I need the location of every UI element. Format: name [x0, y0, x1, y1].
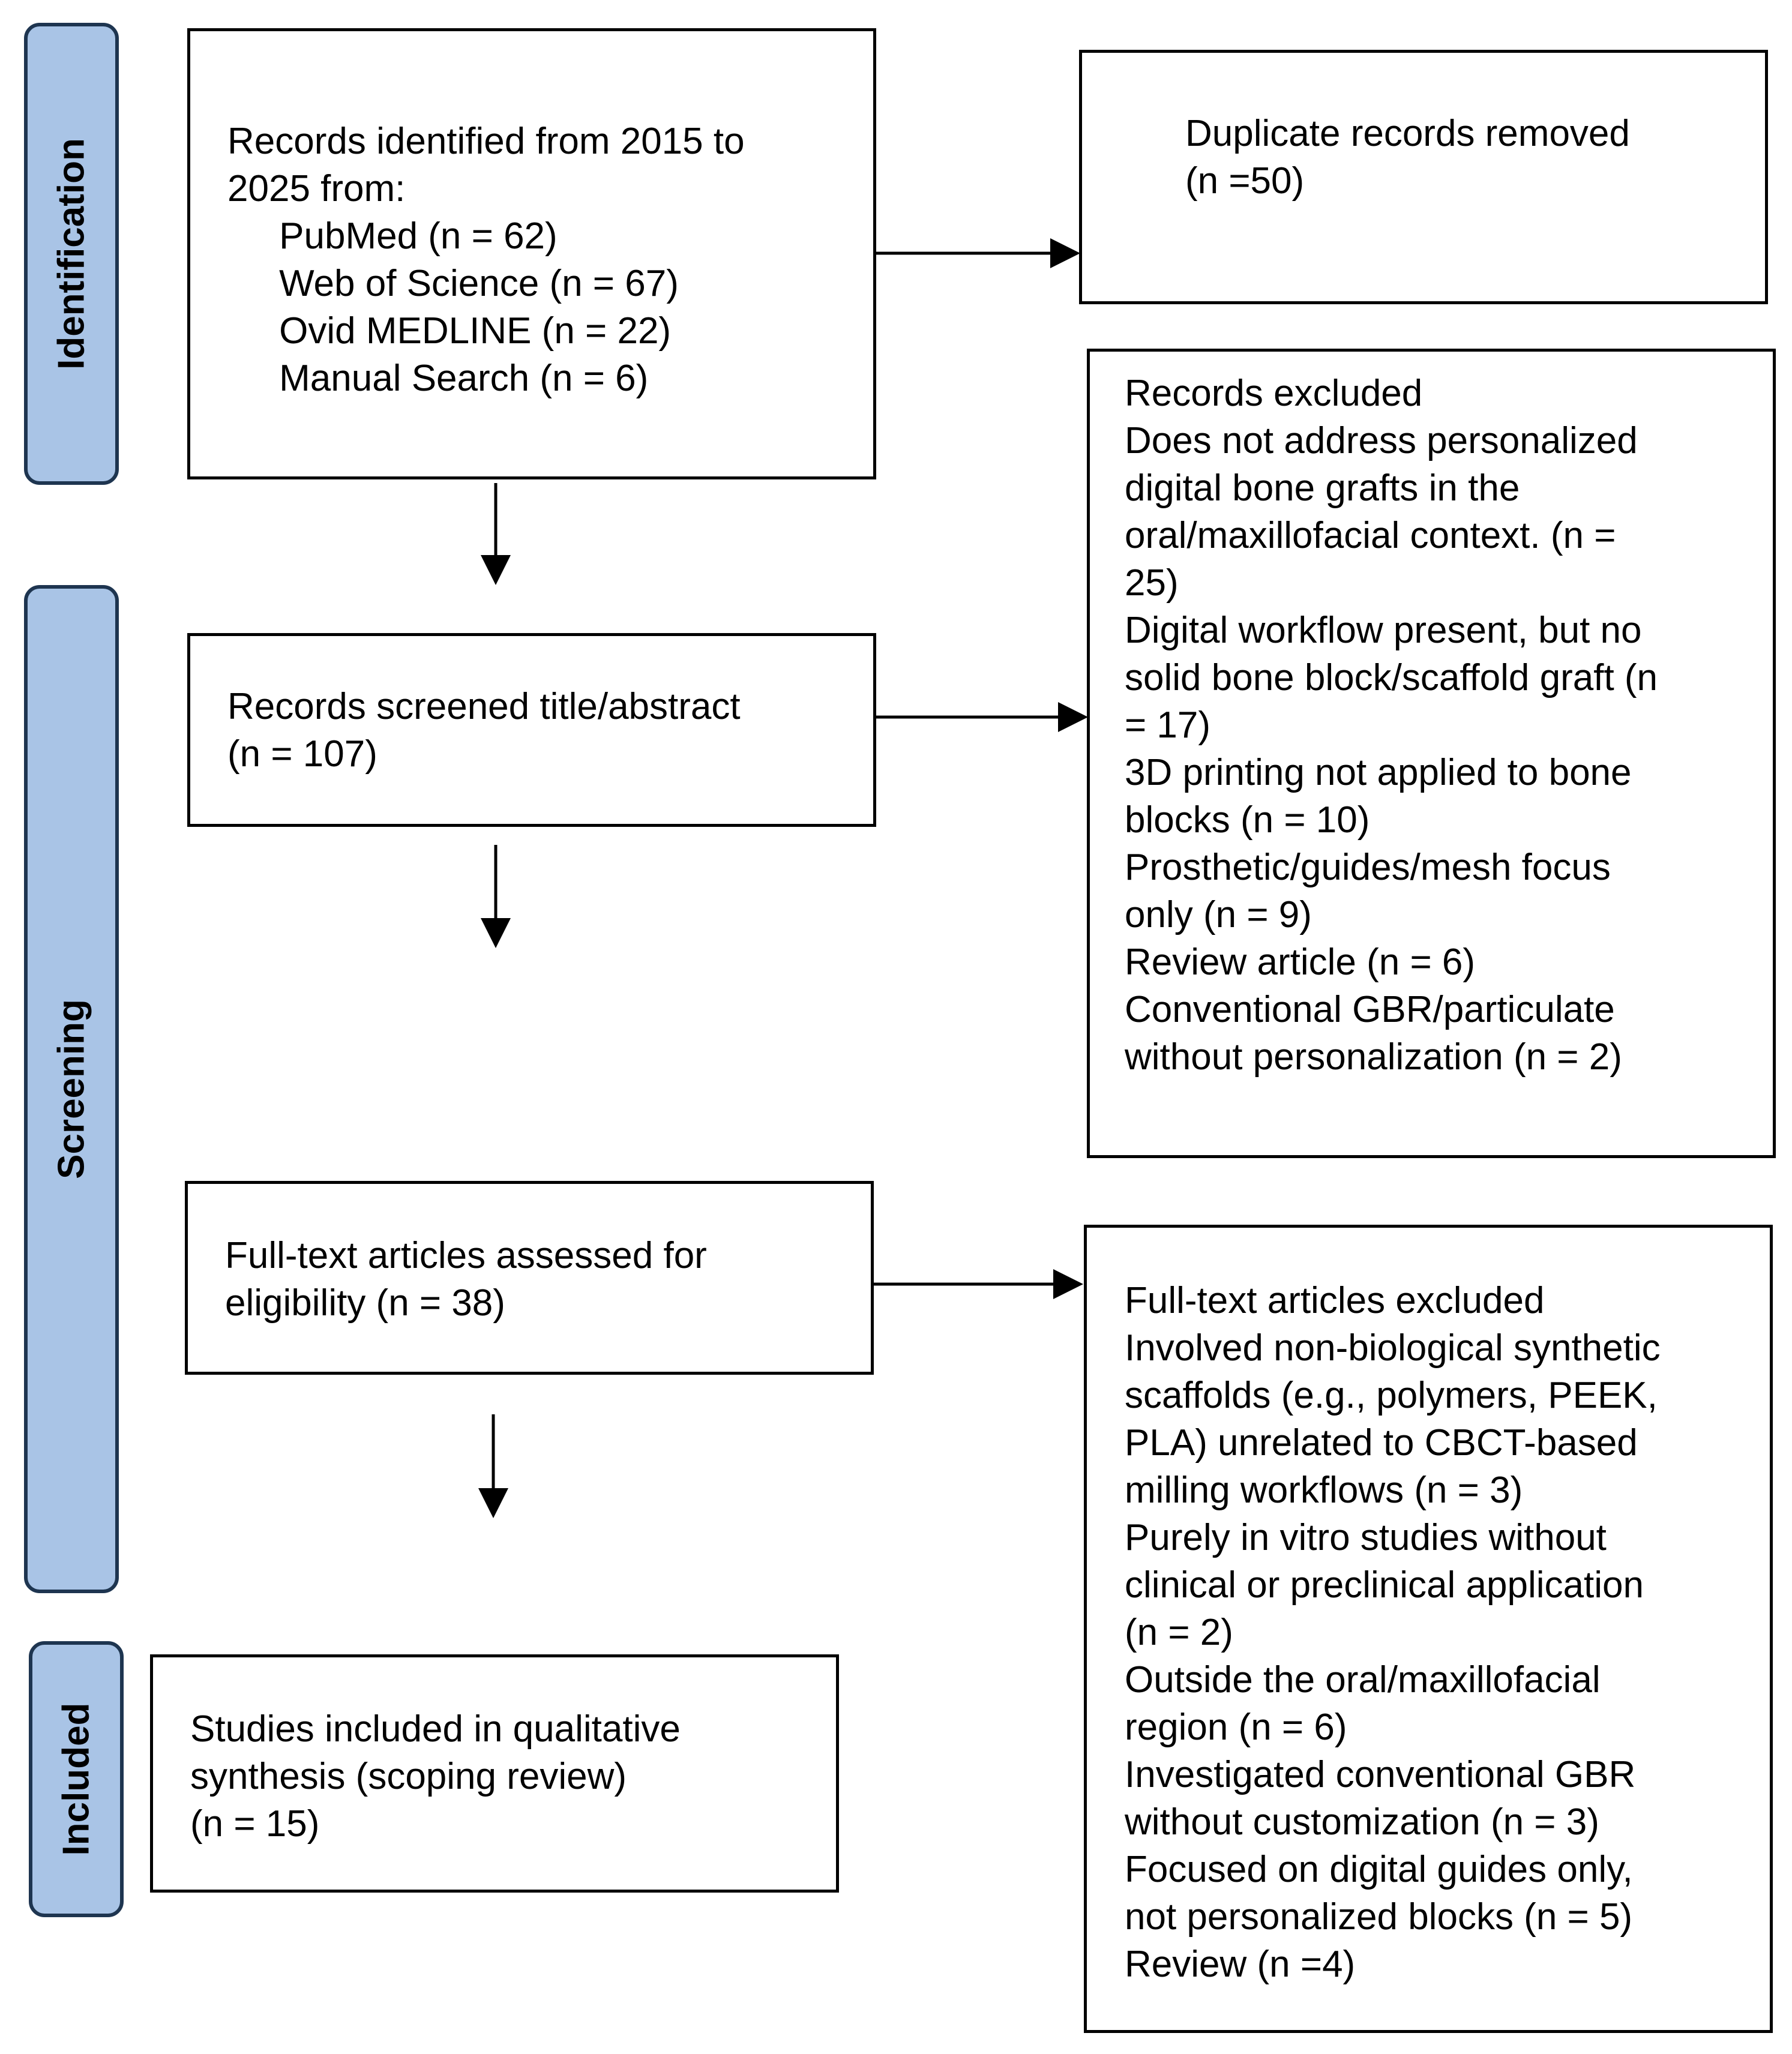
fulltext-excluded-line-4: PLA) unrelated to CBCT-based [1125, 1422, 1638, 1464]
phase-included: Included [29, 1641, 124, 1917]
fulltext-excluded-line-3: scaffolds (e.g., polymers, PEEK, [1125, 1375, 1658, 1416]
records-excluded-box: Records excluded Does not address person… [1087, 349, 1776, 1158]
fulltext-excluded-line-5: milling workflows (n = 3) [1125, 1470, 1523, 1511]
records-screened-box: Records screened title/abstract (n = 107… [187, 633, 876, 827]
studies-included-line-2: synthesis (scoping review) [190, 1756, 627, 1797]
fulltext-excluded-line-9: Outside the oral/maxillofacial [1125, 1659, 1601, 1701]
records-excluded-line-5: 25) [1125, 562, 1179, 604]
records-excluded-line-8: = 17) [1125, 704, 1211, 746]
duplicates-removed-box: Duplicate records removed (n =50) [1079, 50, 1768, 304]
fulltext-excluded-line-2: Involved non-biological synthetic [1125, 1327, 1661, 1369]
fulltext-excluded-line-10: region (n = 6) [1125, 1707, 1347, 1748]
records-identified-line-1: Records identified from 2015 to [227, 121, 745, 162]
fulltext-assessed-line-2: eligibility (n = 38) [225, 1282, 505, 1324]
fulltext-excluded-line-11: Investigated conventional GBR [1125, 1754, 1636, 1795]
duplicates-removed-line-2: (n =50) [1185, 160, 1305, 202]
fulltext-excluded-line-7: clinical or preclinical application [1125, 1564, 1644, 1606]
studies-included-line-1: Studies included in qualitative [190, 1708, 681, 1750]
fulltext-assessed-line-1: Full-text articles assessed for [225, 1235, 707, 1276]
duplicates-removed-line-1: Duplicate records removed [1185, 113, 1630, 154]
fulltext-excluded-line-6: Purely in vitro studies without [1125, 1517, 1607, 1558]
records-excluded-line-1: Records excluded [1125, 373, 1423, 414]
fulltext-excluded-line-13: Focused on digital guides only, [1125, 1849, 1633, 1890]
records-identified-line-5: Ovid MEDLINE (n = 22) [227, 310, 672, 352]
studies-included-line-3: (n = 15) [190, 1803, 320, 1845]
records-identified-line-3: PubMed (n = 62) [227, 215, 558, 257]
records-excluded-line-14: Conventional GBR/particulate [1125, 989, 1615, 1030]
fulltext-excluded-line-12: without customization (n = 3) [1125, 1801, 1599, 1843]
records-excluded-line-13: Review article (n = 6) [1125, 941, 1476, 983]
records-screened-line-1: Records screened title/abstract [227, 686, 741, 727]
records-identified-line-2: 2025 from: [227, 168, 406, 209]
fulltext-excluded-box: Full-text articles excluded Involved non… [1084, 1225, 1773, 2033]
fulltext-assessed-box: Full-text articles assessed for eligibil… [185, 1181, 874, 1375]
fulltext-excluded-line-8: (n = 2) [1125, 1612, 1233, 1653]
fulltext-excluded-line-15: Review (n =4) [1125, 1944, 1356, 1985]
fulltext-excluded-line-14: not personalized blocks (n = 5) [1125, 1896, 1633, 1938]
records-identified-box: Records identified from 2015 to 2025 fro… [187, 28, 876, 479]
fulltext-excluded-line-1: Full-text articles excluded [1125, 1280, 1545, 1321]
phase-screening: Screening [24, 585, 119, 1593]
records-excluded-line-4: oral/maxillofacial context. (n = [1125, 515, 1616, 556]
records-excluded-line-9: 3D printing not applied to bone [1125, 752, 1632, 793]
records-excluded-line-7: solid bone block/scaffold graft (n [1125, 657, 1658, 698]
records-screened-line-2: (n = 107) [227, 733, 377, 775]
records-excluded-line-10: blocks (n = 10) [1125, 799, 1370, 841]
records-identified-line-4: Web of Science (n = 67) [227, 263, 679, 304]
records-identified-line-6: Manual Search (n = 6) [227, 358, 649, 399]
records-excluded-line-11: Prosthetic/guides/mesh focus [1125, 847, 1611, 888]
records-excluded-line-6: Digital workflow present, but no [1125, 610, 1642, 651]
records-excluded-line-2: Does not address personalized [1125, 420, 1638, 461]
phase-identification: Identification [24, 23, 119, 485]
records-excluded-line-3: digital bone grafts in the [1125, 467, 1520, 509]
records-excluded-line-15: without personalization (n = 2) [1125, 1036, 1622, 1078]
records-excluded-line-12: only (n = 9) [1125, 894, 1312, 935]
studies-included-box: Studies included in qualitative synthesi… [150, 1654, 839, 1893]
